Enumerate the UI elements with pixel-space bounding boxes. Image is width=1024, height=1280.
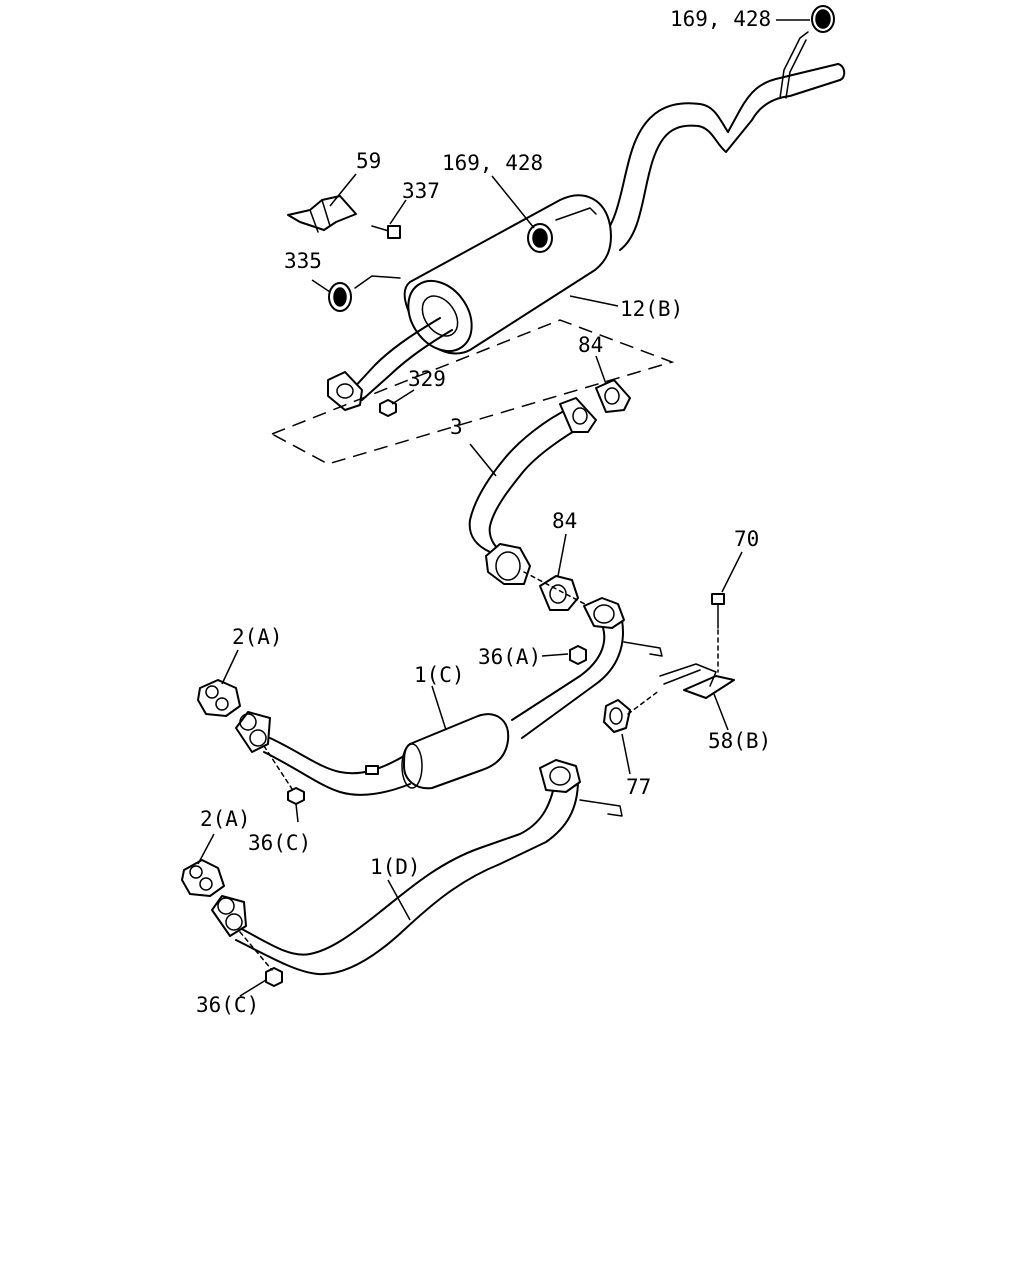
label-pipe-1d: 1(D) [370,855,421,879]
nut-36c-lower [265,967,283,987]
label-tailpipe-hanger: 169, 428 [670,7,771,31]
muffler-frame-dashed [271,319,675,465]
label-gasket-84-lower: 84 [552,509,577,533]
label-bolt-337: 337 [402,179,440,203]
label-muffler-12b: 12(B) [620,297,683,321]
stud-line-lower [239,931,273,971]
clamp-77 [603,689,661,733]
nut-36c-upper [287,787,305,805]
tailpipe [599,31,846,251]
label-manifold-gasket-upper: 2(A) [232,625,283,649]
label-nut-36c-lower: 36(C) [196,993,259,1017]
pipe-1c [235,597,663,796]
label-bracket-59: 59 [356,149,381,173]
leader-lines [197,19,810,997]
label-nut-36a: 36(A) [478,645,541,669]
label-muffler-hanger: 169, 428 [442,151,543,175]
nut-36a [569,645,587,665]
pipe-1d [211,759,623,976]
gasket-84-lower [539,575,579,611]
label-gasket-84-upper: 84 [578,333,603,357]
rubber-335 [328,282,352,312]
label-pipe-1c: 1(C) [414,663,465,687]
label-bolt-70: 70 [734,527,759,551]
label-bracket-58b: 58(B) [708,729,771,753]
bolt-337 [371,225,401,239]
muffler [327,194,612,411]
label-manifold-gasket-lower: 2(A) [200,807,251,831]
bracket-58b [659,663,735,699]
tailpipe-rubber-hanger [811,5,835,33]
label-pipe-3: 3 [450,415,463,439]
pipe-3 [468,397,597,585]
manifold-gasket-2a-upper [197,679,241,717]
bolt-70 [711,593,725,673]
bracket-59 [287,195,357,233]
label-nut-329: 329 [408,367,446,391]
label-clamp-77: 77 [626,775,651,799]
stud-line-upper [263,745,295,793]
manifold-gasket-2a-lower [181,859,225,897]
muffler-rubber-hanger [527,223,553,253]
label-rubber-335: 335 [284,249,322,273]
label-nut-36c-upper: 36(C) [248,831,311,855]
gasket-84-upper [595,379,631,413]
